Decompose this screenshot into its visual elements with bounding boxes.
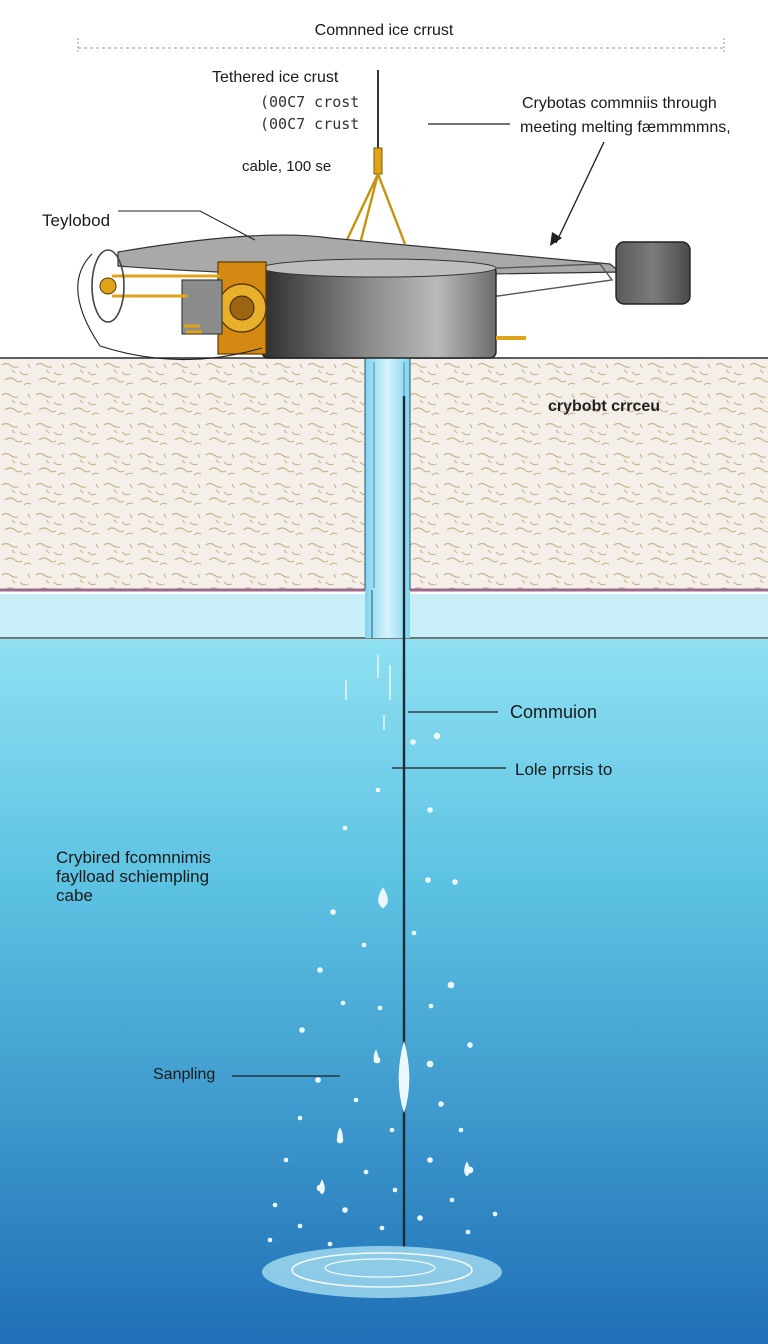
- side-label-line2: faylload schiempling: [56, 867, 210, 886]
- tether-detail-1: (00C7 crost: [260, 93, 360, 111]
- cryobot-probe: [77, 234, 691, 361]
- water-droplets: [267, 732, 498, 1247]
- ice-crust-left: [0, 358, 365, 590]
- sampling-label: Sanpling: [153, 1066, 216, 1083]
- communion-label: Commuion: [510, 702, 598, 722]
- communication-arrow: [555, 141, 605, 244]
- tether-detail-2: (00C7 crust: [260, 115, 360, 133]
- ice-crust-label: crybobt crrceu: [548, 398, 661, 415]
- lole-label: Lole prrsis to: [515, 760, 613, 779]
- diagram-title: Comnned ice crrust: [314, 22, 454, 39]
- subsurface-ocean: [0, 639, 768, 1344]
- ice-crust-right: [410, 358, 768, 590]
- side-label-line3: cabe: [56, 886, 93, 905]
- tether-detail-3: cable, 100 se: [242, 158, 332, 175]
- payload-label: Teylobod: [42, 211, 111, 230]
- payload-leader-line: [118, 210, 256, 241]
- communication-label-line1: Crybotas commniis through: [522, 95, 717, 112]
- side-label-line1: Crybired fcomnnimis: [56, 848, 211, 867]
- tether-label: Tethered ice crust: [212, 69, 339, 86]
- communication-label-line2: meeting melting fæmmmmns,: [520, 119, 731, 136]
- splash-pool: [262, 1246, 502, 1298]
